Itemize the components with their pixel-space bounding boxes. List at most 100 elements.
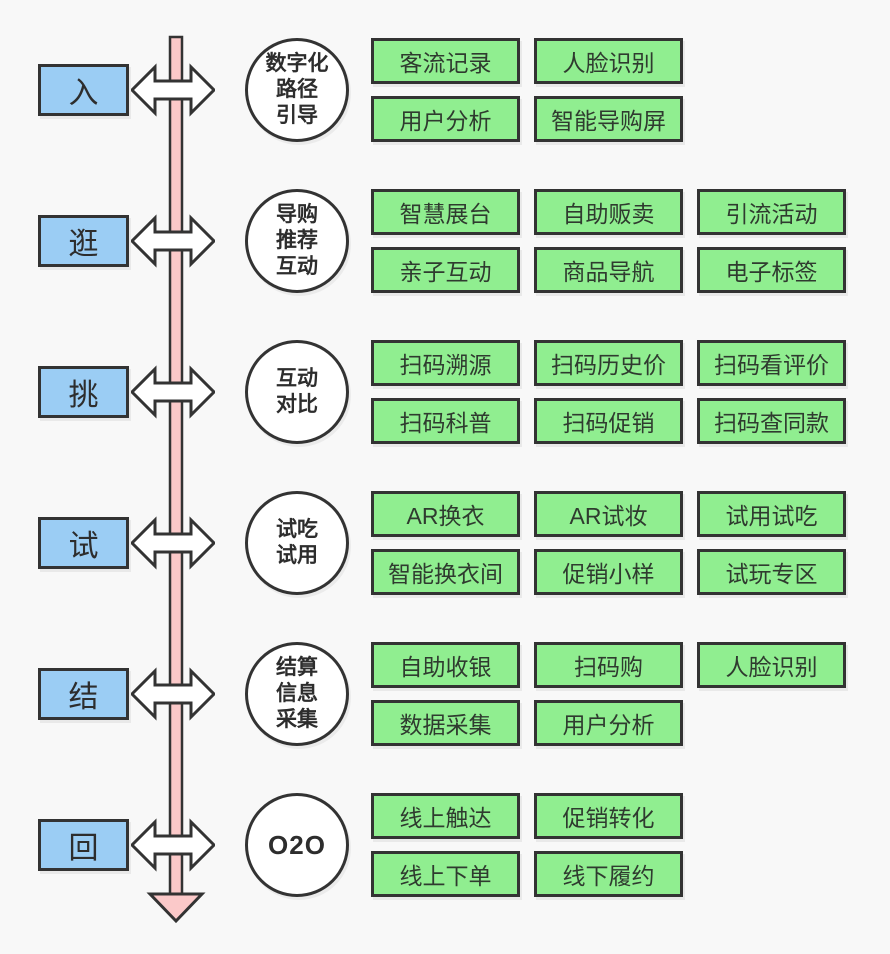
feature-box: 亲子互动 — [371, 247, 520, 293]
feature-box: 商品导航 — [534, 247, 683, 293]
feature-label: 试用试吃 — [725, 503, 818, 529]
timeline-bar — [168, 35, 184, 899]
left-right-arrow-icon — [131, 516, 215, 570]
feature-box: 人脸识别 — [697, 642, 846, 688]
feature-box: 扫码历史价 — [534, 340, 683, 386]
feature-label: 用户分析 — [399, 108, 492, 134]
feature-label: AR试妆 — [569, 503, 648, 529]
feature-box: 数据采集 — [371, 700, 520, 746]
feature-label: 人脸识别 — [562, 50, 655, 76]
feature-label: 人脸识别 — [725, 654, 818, 680]
left-right-arrow-icon — [131, 365, 215, 419]
feature-box: AR试妆 — [534, 491, 683, 537]
feature-box: 线上下单 — [371, 851, 520, 897]
feature-label: 扫码看评价 — [714, 352, 829, 378]
left-right-arrow-icon — [131, 63, 215, 117]
circle-label-line: 路径 — [276, 78, 318, 101]
feature-label: 扫码促销 — [562, 410, 655, 436]
stage-box: 试 — [38, 517, 129, 569]
feature-box: 引流活动 — [697, 189, 846, 235]
feature-label: 商品导航 — [562, 259, 655, 285]
feature-box: AR换衣 — [371, 491, 520, 537]
feature-label: 扫码溯源 — [399, 352, 492, 378]
feature-label: 自助贩卖 — [562, 201, 655, 227]
circle-label-line: 导购 — [276, 203, 318, 226]
feature-label: 亲子互动 — [399, 259, 492, 285]
stage-box: 回 — [38, 819, 129, 871]
circle-label-line: O2O — [268, 830, 326, 860]
circle-node: 试吃试用 — [245, 491, 349, 595]
circle-label-line: 引导 — [276, 104, 318, 127]
feature-label: 扫码购 — [574, 654, 643, 680]
feature-box: 扫码科普 — [371, 398, 520, 444]
feature-label: 自助收银 — [399, 654, 492, 680]
circle-label-line: 试用 — [276, 544, 318, 567]
left-right-arrow-shape — [131, 667, 215, 721]
feature-label: 扫码历史价 — [551, 352, 666, 378]
feature-label: 数据采集 — [399, 712, 492, 738]
feature-label: 引流活动 — [725, 201, 818, 227]
feature-box: 自助收银 — [371, 642, 520, 688]
feature-box: 扫码看评价 — [697, 340, 846, 386]
left-right-arrow-icon — [131, 818, 215, 872]
stage-box: 挑 — [38, 366, 129, 418]
feature-label: 扫码查同款 — [714, 410, 829, 436]
feature-label: 智能换衣间 — [388, 561, 503, 587]
circle-label-line: 数字化 — [265, 52, 329, 75]
circle-label-line: 推荐 — [276, 229, 318, 252]
feature-label: 促销转化 — [562, 805, 655, 831]
stage-label: 试 — [68, 530, 99, 563]
timeline-down-arrow-icon — [146, 35, 206, 924]
left-right-arrow-shape — [131, 818, 215, 872]
circle-label-line: 采集 — [276, 708, 318, 731]
circle-label-line: 互动 — [276, 367, 318, 390]
circle-node: 导购推荐互动 — [245, 189, 349, 293]
circle-node: 数字化路径引导 — [245, 38, 349, 142]
feature-label: 用户分析 — [562, 712, 655, 738]
left-right-arrow-shape — [131, 214, 215, 268]
feature-box: 扫码查同款 — [697, 398, 846, 444]
feature-box: 智慧展台 — [371, 189, 520, 235]
feature-box: 用户分析 — [371, 96, 520, 142]
feature-box: 扫码购 — [534, 642, 683, 688]
left-right-arrow-shape — [131, 516, 215, 570]
feature-box: 促销小样 — [534, 549, 683, 595]
stage-box: 逛 — [38, 215, 129, 267]
left-right-arrow-shape — [131, 365, 215, 419]
feature-label: 试玩专区 — [725, 561, 818, 587]
feature-box: 用户分析 — [534, 700, 683, 746]
stage-box: 入 — [38, 64, 129, 116]
feature-box: 线上触达 — [371, 793, 520, 839]
circle-node: 结算信息采集 — [245, 642, 349, 746]
feature-box: 人脸识别 — [534, 38, 683, 84]
stage-label: 入 — [68, 77, 99, 110]
feature-label: 智能导购屏 — [551, 108, 666, 134]
feature-box: 电子标签 — [697, 247, 846, 293]
feature-label: 线上下单 — [399, 863, 492, 889]
stage-label: 结 — [68, 681, 99, 714]
circle-node: 互动对比 — [245, 340, 349, 444]
circle-label-line: 信息 — [276, 682, 318, 705]
feature-label: 促销小样 — [562, 561, 655, 587]
feature-label: 线上触达 — [399, 805, 492, 831]
stage-box: 结 — [38, 668, 129, 720]
stage-label: 挑 — [68, 379, 99, 412]
feature-box: 自助贩卖 — [534, 189, 683, 235]
feature-label: 客流记录 — [399, 50, 492, 76]
feature-box: 智能换衣间 — [371, 549, 520, 595]
circle-label-line: 试吃 — [276, 518, 318, 541]
feature-label: 扫码科普 — [399, 410, 492, 436]
feature-box: 试用试吃 — [697, 491, 846, 537]
circle-label-line: 互动 — [276, 255, 318, 278]
left-right-arrow-icon — [131, 667, 215, 721]
feature-label: 智慧展台 — [399, 201, 492, 227]
feature-box: 试玩专区 — [697, 549, 846, 595]
circle-label-line: 结算 — [276, 656, 318, 679]
circle-node: O2O — [245, 793, 349, 897]
feature-label: AR换衣 — [406, 503, 485, 529]
feature-box: 智能导购屏 — [534, 96, 683, 142]
timeline-arrowhead — [146, 892, 206, 924]
feature-box: 扫码溯源 — [371, 340, 520, 386]
feature-box: 线下履约 — [534, 851, 683, 897]
